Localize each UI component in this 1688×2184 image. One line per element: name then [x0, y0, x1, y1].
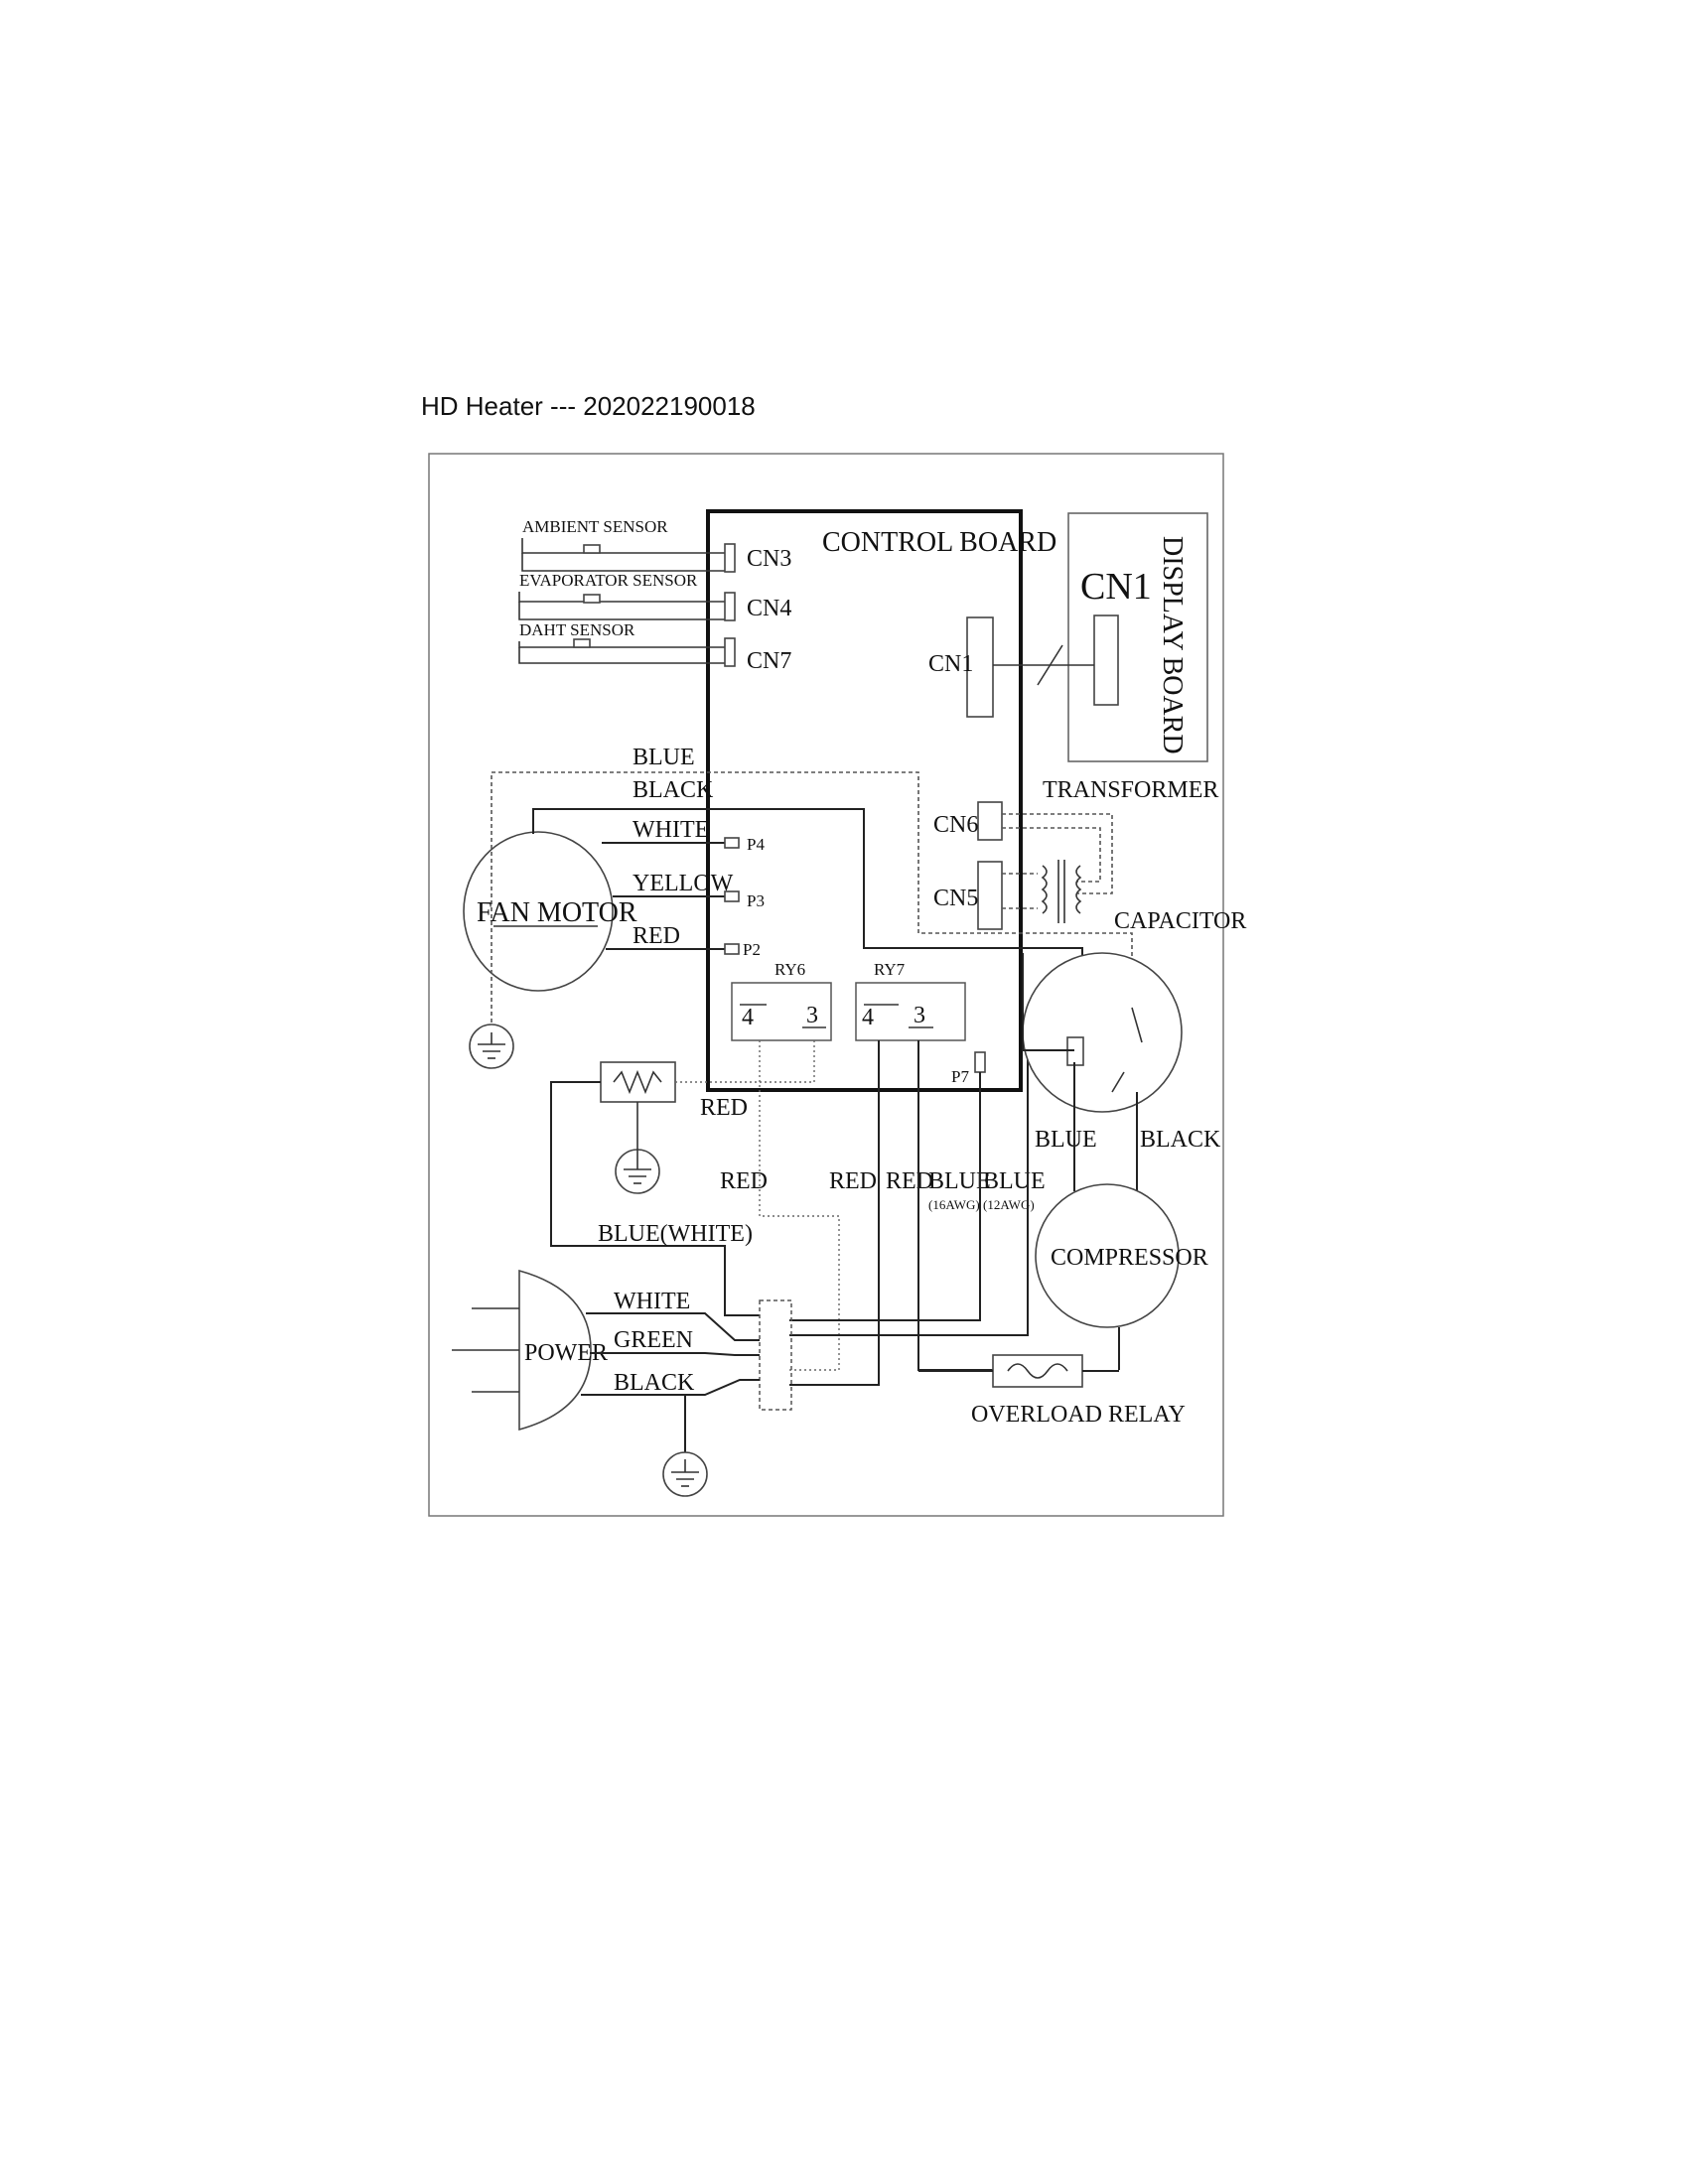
fan-motor	[463, 831, 614, 992]
heater	[600, 1061, 676, 1103]
ry7-pin3-label: 3	[914, 1003, 925, 1028]
power-ground-icon	[662, 1451, 708, 1497]
evaporator-sensor-wire	[518, 592, 725, 603]
awg12-label: (12AWG)	[983, 1197, 1035, 1212]
p2-label: P2	[743, 940, 761, 959]
ry6-relay	[731, 982, 832, 1041]
p2-terminal	[724, 943, 740, 955]
blue-white-wire-label: BLUE(WHITE)	[598, 1221, 753, 1247]
power-green-wire	[590, 1352, 760, 1356]
red-wire-label-2: RED	[829, 1168, 877, 1194]
red-wire-2	[789, 1040, 880, 1386]
cn6-connector	[977, 801, 1003, 841]
power-white-wire	[586, 1312, 760, 1341]
blue-12awg-wire	[789, 1040, 1029, 1336]
cn3-label: CN3	[747, 546, 791, 572]
cn3-connector	[724, 543, 736, 573]
compressor-label: COMPRESSOR	[1051, 1245, 1208, 1271]
cn6-label: CN6	[933, 812, 978, 838]
blue-12awg-wire-label: BLUE	[983, 1168, 1046, 1194]
fan-ground-icon	[469, 1024, 514, 1069]
fan-motor-label: FAN MOTOR	[477, 897, 637, 928]
ambient-sensor-label: AMBIENT SENSOR	[522, 517, 668, 536]
p7-terminal	[974, 1051, 986, 1073]
cn1-connector	[966, 616, 994, 718]
awg16-label: (16AWG)	[928, 1197, 980, 1212]
ry7-relay	[855, 982, 966, 1041]
p4-terminal	[724, 837, 740, 849]
diagram-frame	[428, 453, 1224, 1517]
compressor	[1035, 1183, 1180, 1328]
p7-label: P7	[951, 1067, 969, 1086]
comp-black-wire-label: BLACK	[1140, 1127, 1221, 1153]
terminal-block	[759, 1299, 792, 1411]
cn4-label: CN4	[747, 596, 791, 621]
fan-black-wire-label: BLACK	[633, 777, 714, 803]
power-black-wire	[581, 1379, 760, 1396]
fan-red-wire-label: RED	[633, 923, 680, 949]
cn7-connector	[724, 637, 736, 667]
ry6-label: RY6	[774, 960, 805, 979]
power-black-wire-label: BLACK	[614, 1370, 695, 1396]
cn1-label: CN1	[928, 651, 973, 677]
red-wire-label-1: RED	[720, 1168, 768, 1194]
p3-terminal	[724, 890, 740, 902]
fan-blue-wire	[491, 771, 1133, 1023]
cn4-connector	[724, 592, 736, 621]
ry7-pin4-label: 4	[862, 1005, 874, 1030]
daht-sensor-label: DAHT SENSOR	[519, 620, 635, 639]
ambient-sensor-wire	[521, 538, 725, 554]
heater-ground-icon	[615, 1102, 660, 1194]
overload-relay	[992, 1354, 1083, 1388]
page-title: HD Heater --- 202022190018	[421, 391, 756, 421]
daht-sensor	[573, 638, 591, 648]
p4-label: P4	[747, 835, 765, 854]
display-cn1-label: CN1	[1080, 566, 1152, 608]
control-board	[706, 509, 1023, 1092]
cn7-label: CN7	[747, 648, 791, 674]
control-board-label: CONTROL BOARD	[822, 527, 1056, 558]
power-white-wire-label: WHITE	[614, 1289, 690, 1314]
heater-red-wire	[675, 1040, 815, 1083]
display-board	[1067, 512, 1208, 762]
evaporator-sensor-label: EVAPORATOR SENSOR	[519, 571, 698, 590]
ry6-pin4-label: 4	[742, 1005, 754, 1030]
transformer	[1041, 860, 1082, 923]
fan-white-wire-label: WHITE	[633, 817, 709, 843]
red-wire-label-3: RED	[886, 1168, 933, 1194]
blue-16awg-wire	[789, 1072, 981, 1321]
ry6-pin3-label: 3	[806, 1003, 818, 1028]
capacitor	[1022, 952, 1183, 1113]
p3-label: P3	[747, 891, 765, 910]
daht-sensor-wire	[518, 641, 725, 648]
blue-16awg-wire-label: BLUE	[928, 1168, 991, 1194]
power-green-wire-label: GREEN	[614, 1327, 693, 1353]
heater-blue-white-wire	[550, 1081, 760, 1316]
heater-red-wire-label: RED	[700, 1095, 748, 1121]
display-board-label: DISPLAY BOARD	[1157, 536, 1188, 754]
power-plug	[518, 1269, 592, 1432]
ambient-sensor	[583, 544, 601, 554]
cn5-label: CN5	[933, 886, 978, 911]
fan-blue-wire-label: BLUE	[633, 745, 695, 770]
cn5-connector	[977, 861, 1003, 930]
overload-relay-label: OVERLOAD RELAY	[971, 1402, 1186, 1428]
capacitor-label: CAPACITOR	[1114, 908, 1246, 934]
display-cn1-connector	[1093, 614, 1119, 706]
transformer-label: TRANSFORMER	[1043, 777, 1218, 803]
evaporator-sensor	[583, 594, 601, 604]
fan-yellow-wire-label: YELLOW	[633, 871, 734, 896]
comp-blue-wire-label: BLUE	[1035, 1127, 1097, 1153]
red-wire-1	[759, 1040, 840, 1371]
ry7-label: RY7	[874, 960, 906, 979]
